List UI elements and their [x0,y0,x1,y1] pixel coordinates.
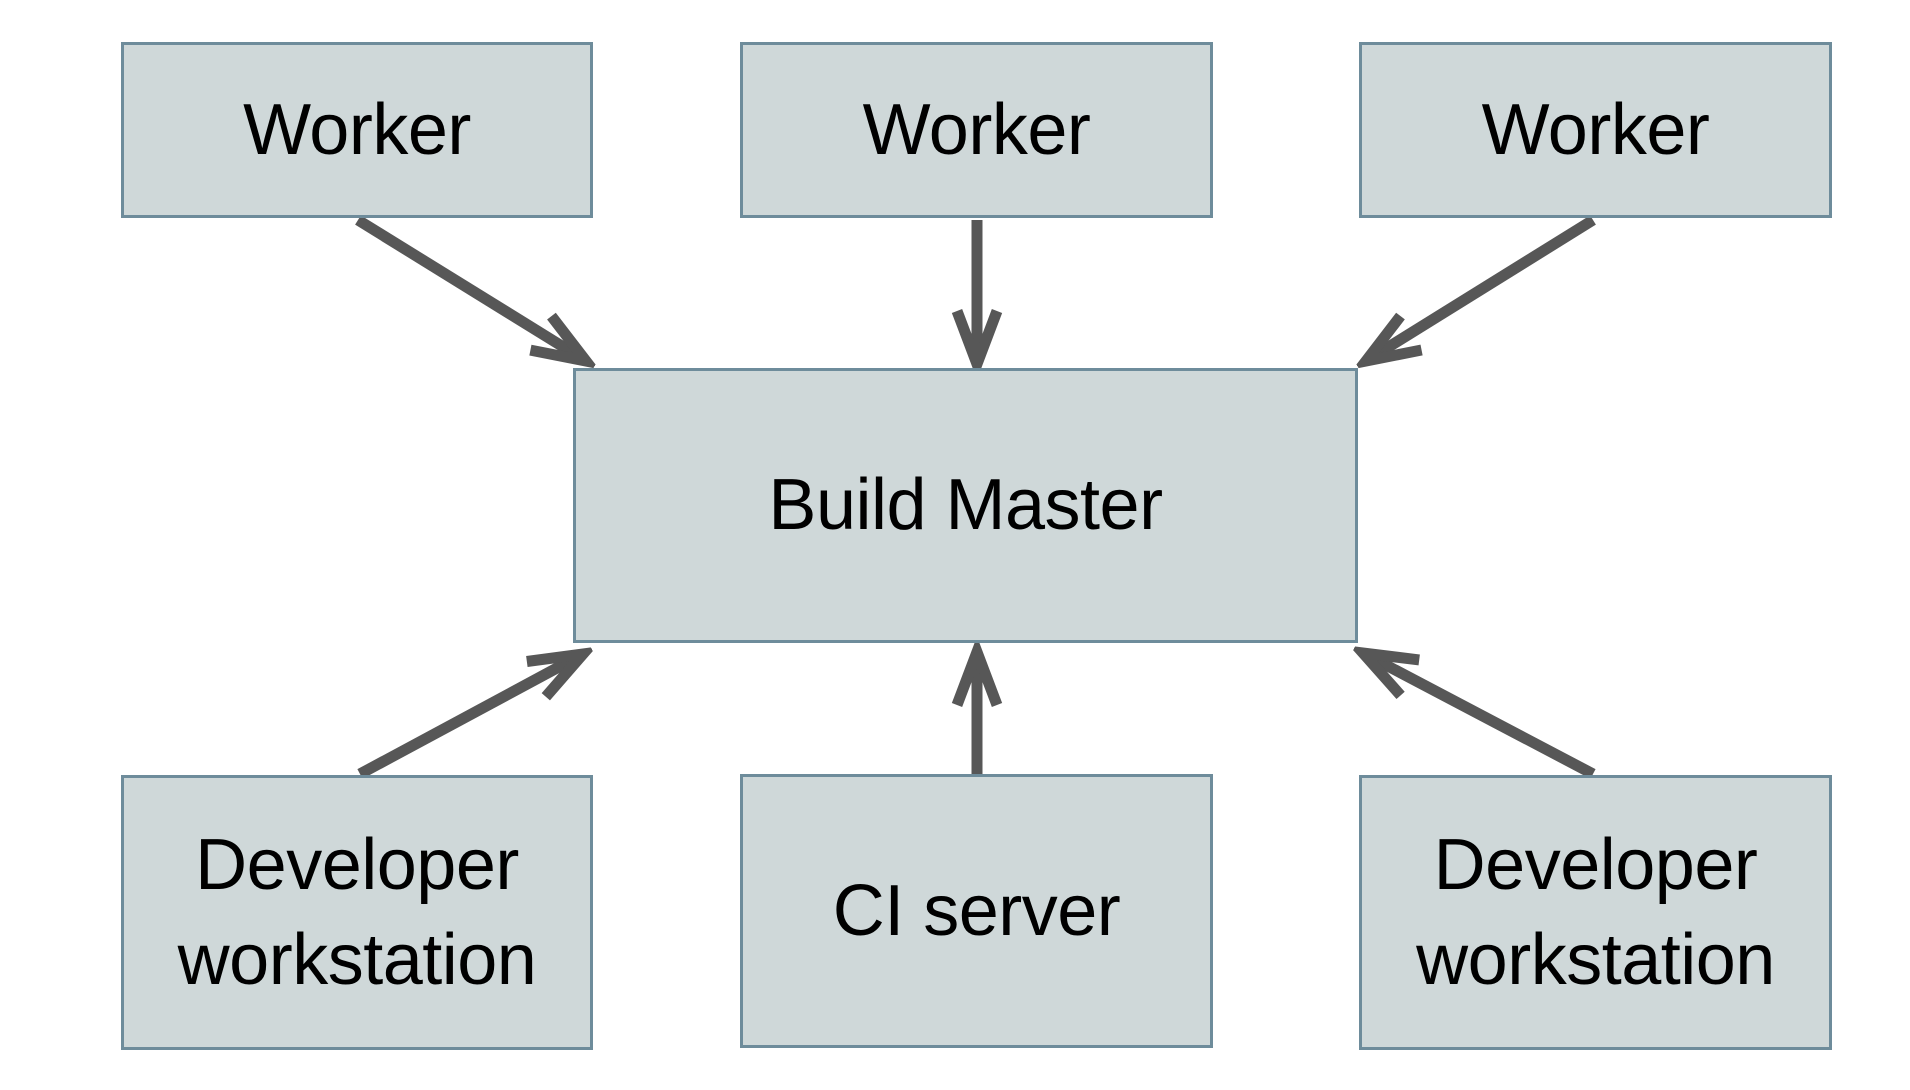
node-dev-workstation-1-label: Developer workstation [177,824,537,1000]
node-worker-1: Worker [121,42,593,218]
node-worker-1-label: Worker [243,89,471,170]
arrow-worker-3-to-build-master [1366,215,1596,361]
node-build-master-label: Build Master [768,465,1163,545]
arrow-worker-1-to-build-master [355,215,586,361]
node-ci-server-label: CI server [832,870,1121,951]
node-ci-server: CI server [740,774,1213,1048]
arrow-dev-workstation-2-to-build-master [1363,653,1596,779]
node-worker-3-label: Worker [1481,89,1710,170]
arrow-dev-workstation-1-to-build-master [357,654,583,779]
node-build-master: Build Master [573,368,1358,643]
node-dev-workstation-2-label: Developer workstation [1416,824,1775,1000]
node-worker-2: Worker [740,42,1213,218]
node-worker-3: Worker [1359,42,1832,218]
node-dev-workstation-2: Developer workstation [1359,775,1832,1050]
node-dev-workstation-1: Developer workstation [121,775,593,1050]
node-worker-2-label: Worker [862,89,1091,170]
